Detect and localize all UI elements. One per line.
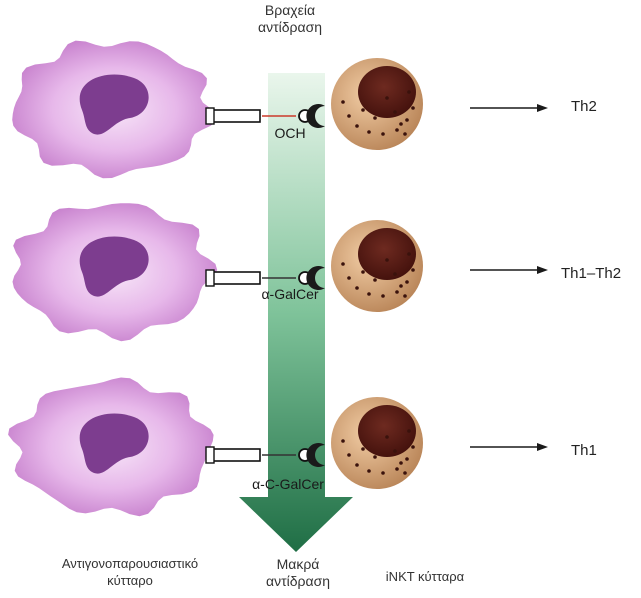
inkt-granule xyxy=(373,278,377,282)
inkt-granule xyxy=(341,262,345,266)
inkt-granule xyxy=(403,132,407,136)
outcome-arrow-head xyxy=(537,104,548,112)
cd1d-molecule xyxy=(210,272,260,284)
inkt-granule xyxy=(405,457,409,461)
inkt-granule xyxy=(361,270,365,274)
inkt-granule xyxy=(347,114,351,118)
outcome-arrow-head xyxy=(537,443,548,451)
inkt-granule xyxy=(385,96,389,100)
inkt-granule xyxy=(355,463,359,467)
short-response-line2: αντίδραση xyxy=(220,19,360,36)
inkt-granule xyxy=(395,128,399,132)
inkt-granule xyxy=(347,276,351,280)
apc-caption: Αντιγονοπαρουσιαστικό κύτταρο xyxy=(15,555,245,589)
cd1d-anchor xyxy=(206,270,214,286)
long-response-label: Μακρά αντίδραση xyxy=(228,556,368,590)
inkt-granule xyxy=(361,447,365,451)
ligand-label-och: OCH xyxy=(250,125,330,142)
outcome-th1-th2: Th1–Th2 xyxy=(561,265,621,282)
inkt-granule xyxy=(403,294,407,298)
inkt-granule xyxy=(355,124,359,128)
inkt-granule xyxy=(411,268,415,272)
apc-caption-line1: Αντιγονοπαρουσιαστικό xyxy=(15,555,245,572)
inkt-granule xyxy=(367,469,371,473)
outcome-th1: Th1 xyxy=(571,442,597,459)
inkt-granule xyxy=(407,252,411,256)
inkt-granule xyxy=(407,90,411,94)
cd1d-anchor xyxy=(206,108,214,124)
inkt-granule xyxy=(381,471,385,475)
inkt-granule xyxy=(367,292,371,296)
inkt-granule xyxy=(405,280,409,284)
short-response-line1: Βραχεία xyxy=(220,2,360,19)
cd1d-molecule xyxy=(210,449,260,461)
inkt-granule xyxy=(373,455,377,459)
ligand-label-acgalcer: α-C-GalCer xyxy=(228,476,348,493)
short-response-label: Βραχεία αντίδραση xyxy=(220,2,360,36)
inkt-granule xyxy=(361,108,365,112)
inkt-granule xyxy=(395,290,399,294)
outcome-arrow-head xyxy=(537,266,548,274)
inkt-granule xyxy=(393,449,397,453)
inkt-granule xyxy=(399,122,403,126)
inkt-granule xyxy=(411,106,415,110)
inkt-granule xyxy=(355,286,359,290)
inkt-granule xyxy=(407,429,411,433)
long-response-line2: αντίδραση xyxy=(228,573,368,590)
inkt-granule xyxy=(403,471,407,475)
inkt-granule xyxy=(395,467,399,471)
outcome-th2: Th2 xyxy=(571,98,597,115)
inkt-granule xyxy=(347,453,351,457)
inkt-granule xyxy=(341,100,345,104)
inkt-caption: iNKT κύτταρα xyxy=(355,568,495,585)
inkt-granule xyxy=(411,445,415,449)
cd1d-molecule xyxy=(210,110,260,122)
inkt-granule xyxy=(381,294,385,298)
inkt-granule xyxy=(385,435,389,439)
inkt-granule xyxy=(399,461,403,465)
inkt-granule xyxy=(393,272,397,276)
inkt-granule xyxy=(405,118,409,122)
inkt-granule xyxy=(385,258,389,262)
cd1d-anchor xyxy=(206,447,214,463)
long-response-line1: Μακρά xyxy=(228,556,368,573)
inkt-granule xyxy=(341,439,345,443)
inkt-granule xyxy=(393,110,397,114)
inkt-granule xyxy=(381,132,385,136)
inkt-granule xyxy=(399,284,403,288)
apc-caption-line2: κύτταρο xyxy=(15,572,245,589)
inkt-granule xyxy=(373,116,377,120)
ligand-label-agalcer: α-GalCer xyxy=(240,286,340,303)
inkt-granule xyxy=(367,130,371,134)
